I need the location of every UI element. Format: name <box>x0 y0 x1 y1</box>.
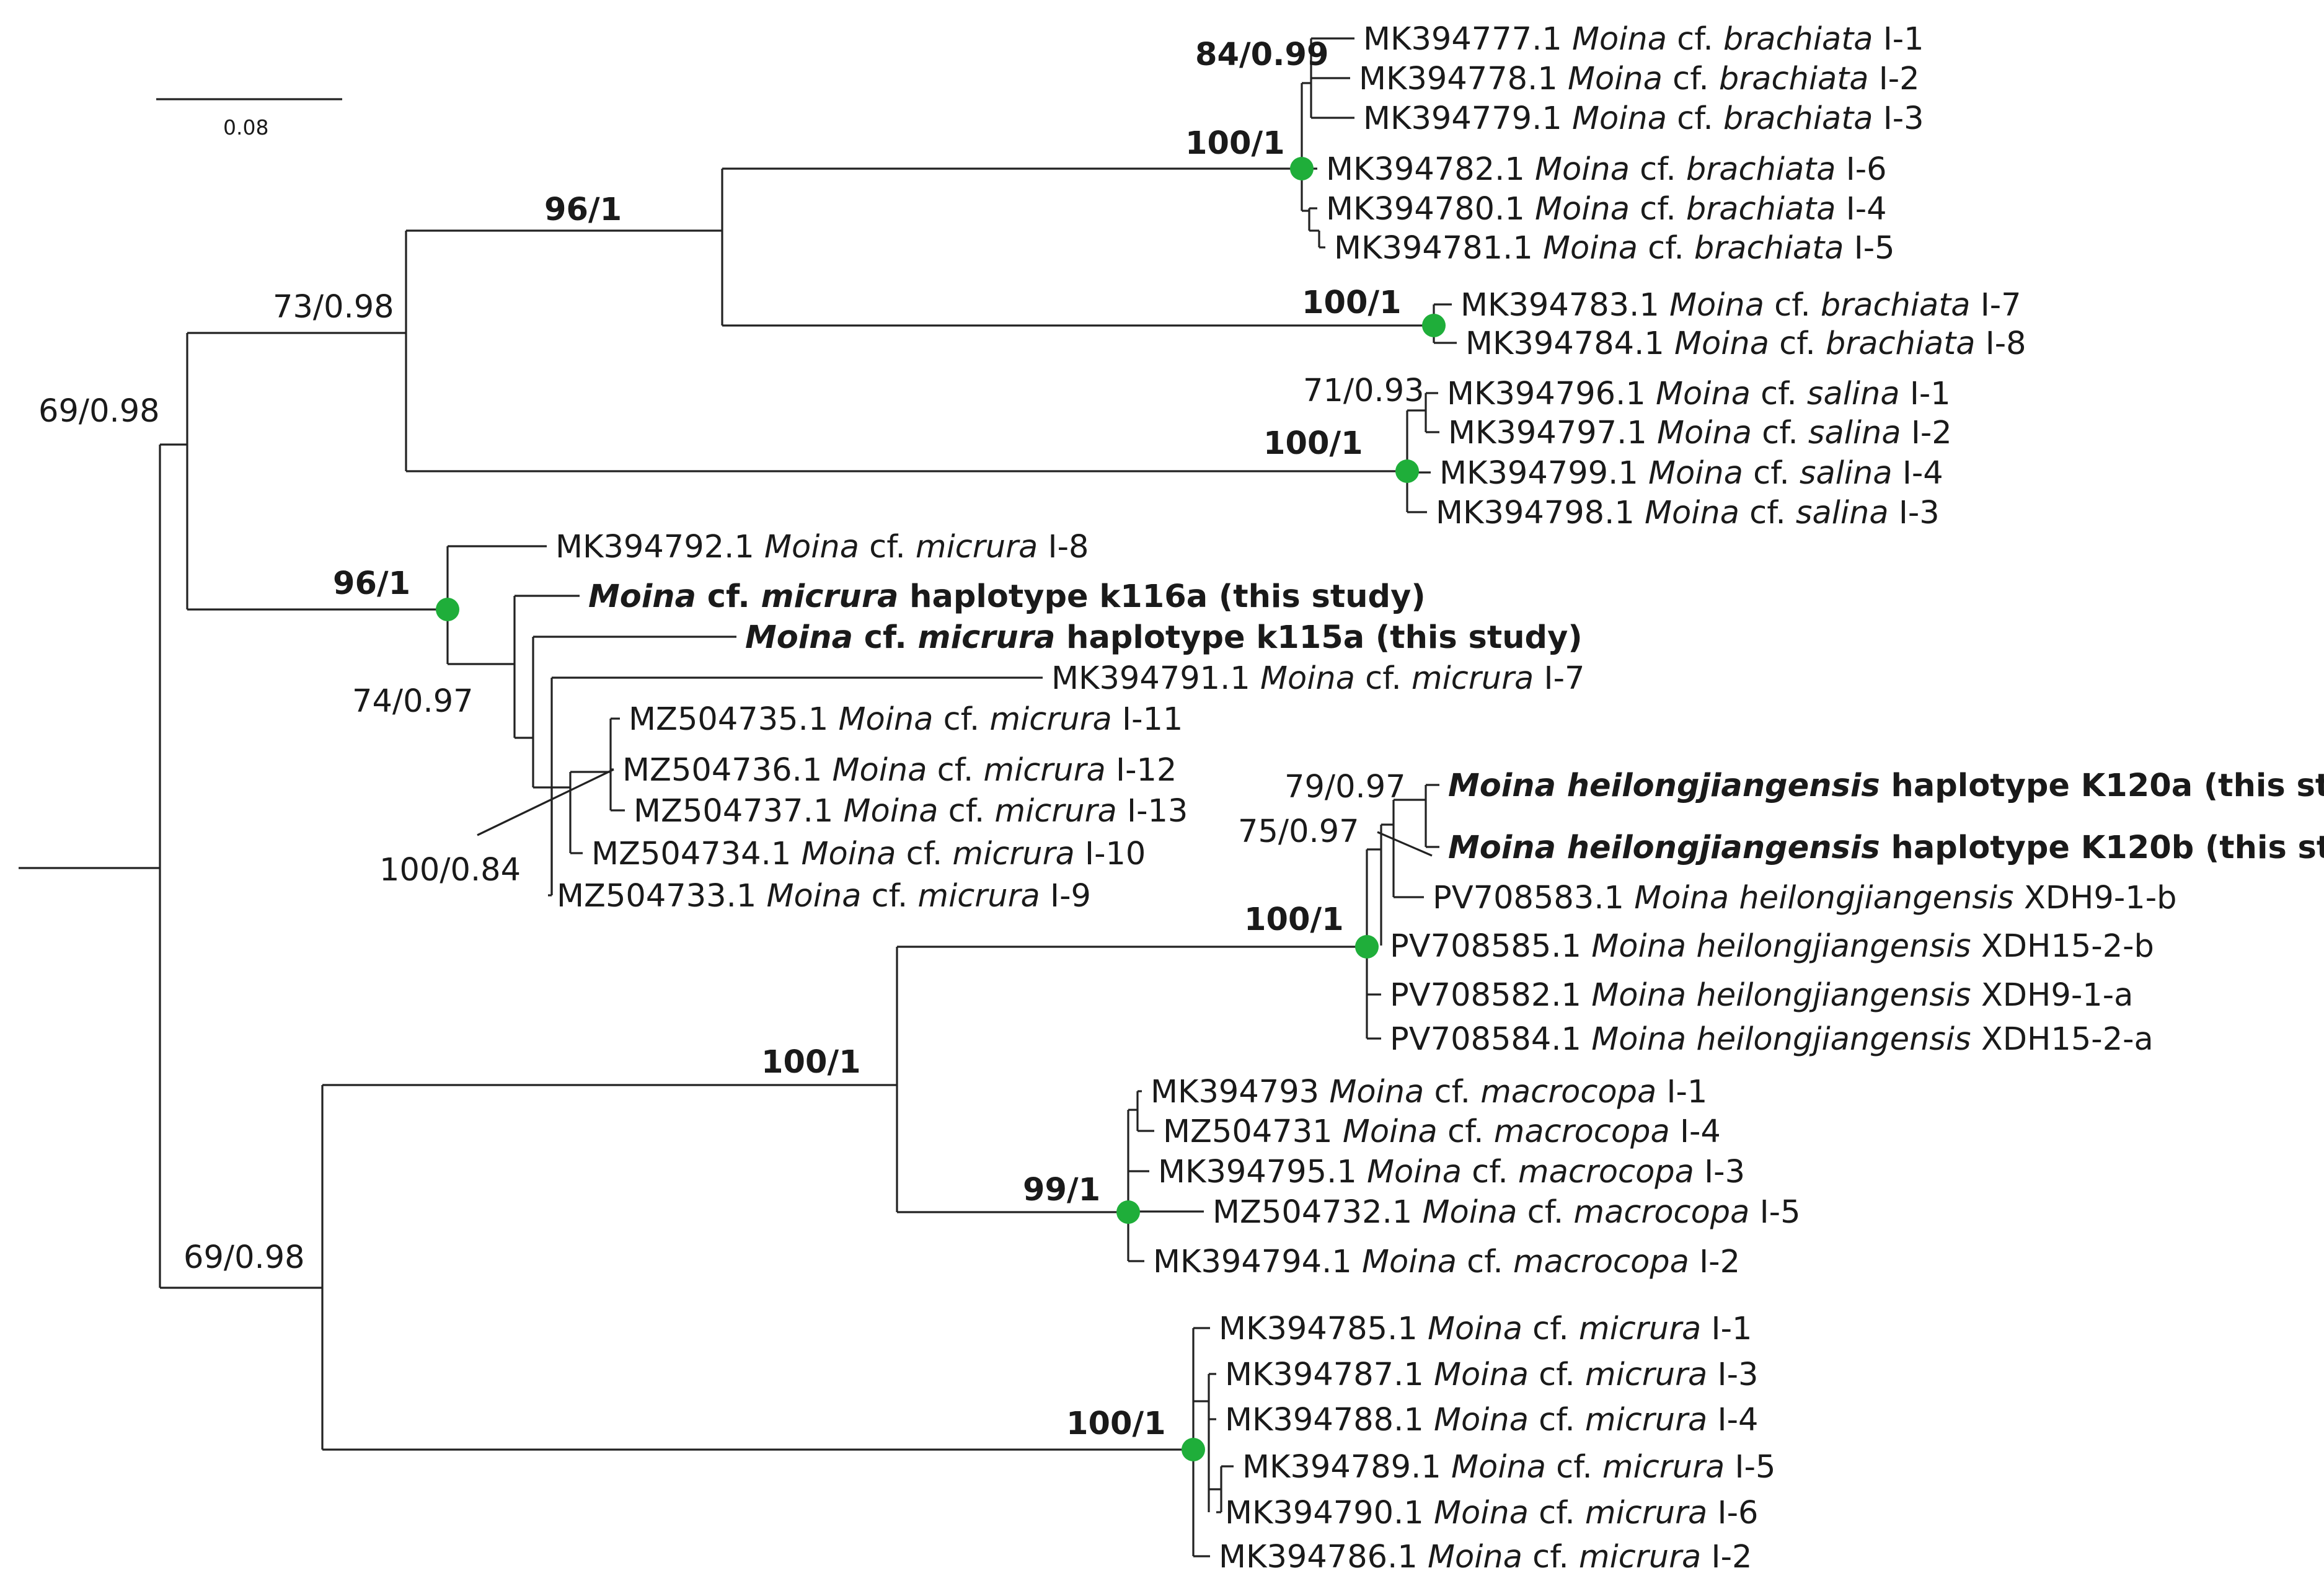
tip-label: MK394797.1 Moina cf. salina I-2 <box>1448 415 1952 451</box>
tip-label: MK394791.1 Moina cf. micrura I-7 <box>1051 660 1584 697</box>
support-value: 73/0.98 <box>273 289 394 326</box>
support-value: 75/0.97 <box>1238 813 1359 850</box>
support-leader-line <box>477 768 614 836</box>
support-value: 100/1 <box>1185 125 1285 162</box>
support-value: 99/1 <box>1023 1172 1100 1208</box>
tip-label: MK394777.1 Moina cf. brachiata I-1 <box>1363 21 1924 58</box>
node-marker <box>1116 1200 1140 1224</box>
node-markers <box>436 157 1446 1461</box>
tip-label: MK394793 Moina cf. macrocopa I-1 <box>1151 1074 1707 1110</box>
tip-label: MK394796.1 Moina cf. salina I-1 <box>1447 376 1951 412</box>
support-value: 100/1 <box>1302 285 1402 321</box>
node-marker <box>1355 935 1379 959</box>
tip-label: MK394799.1 Moina cf. salina I-4 <box>1439 455 1943 492</box>
tip-label: PV708583.1 Moina heilongjiangensis XDH9-… <box>1433 880 2176 916</box>
tip-label: PV708584.1 Moina heilongjiangensis XDH15… <box>1390 1021 2154 1058</box>
support-value: 69/0.98 <box>38 393 160 430</box>
tip-label: MK394779.1 Moina cf. brachiata I-3 <box>1363 100 1924 137</box>
tip-label: PV708582.1 Moina heilongjiangensis XDH9-… <box>1390 977 2133 1014</box>
tip-label: MZ504735.1 Moina cf. micrura I-11 <box>629 701 1183 738</box>
tip-label: MK394789.1 Moina cf. micrura I-5 <box>1242 1449 1775 1486</box>
tip-label: MK394781.1 Moina cf. brachiata I-5 <box>1334 230 1895 267</box>
support-value: 79/0.97 <box>1284 769 1406 805</box>
scale-bar: 0.08 <box>156 98 342 140</box>
tip-label: Moina heilongjiangensis haplotype K120a … <box>1448 768 2324 804</box>
support-value: 69/0.98 <box>183 1239 305 1276</box>
tip-label: Moina cf. micrura haplotype k116a (this … <box>588 578 1426 615</box>
node-marker <box>1182 1438 1205 1461</box>
tip-label: MZ504732.1 Moina cf. macrocopa I-5 <box>1213 1194 1801 1231</box>
tip-label: MZ504737.1 Moina cf. micrura I-13 <box>634 793 1188 830</box>
tip-label: Moina heilongjiangensis haplotype K120b … <box>1448 830 2324 866</box>
tip-labels: MK394777.1 Moina cf. brachiata I-1MK3947… <box>555 21 2324 1575</box>
tip-label: MK394784.1 Moina cf. brachiata I-8 <box>1465 326 2026 362</box>
tree-branches <box>19 37 1457 1557</box>
support-value: 84/0.99 <box>1195 37 1328 73</box>
tip-label: MK394783.1 Moina cf. brachiata I-7 <box>1460 287 2021 324</box>
scale-bar-label: 0.08 <box>223 115 268 140</box>
tip-label: MK394785.1 Moina cf. micrura I-1 <box>1219 1311 1752 1347</box>
support-value: 74/0.97 <box>352 683 474 720</box>
tip-label: Moina cf. micrura haplotype k115a (this … <box>745 619 1583 656</box>
support-values: 69/0.98 73/0.98 96/1 100/1 84/0.99 100/1 100/1… <box>38 37 1425 1442</box>
tip-label: MK394790.1 Moina cf. micrura I-6 <box>1225 1495 1758 1531</box>
tip-label: MZ504734.1 Moina cf. micrura I-10 <box>591 836 1146 872</box>
tip-label: MZ504733.1 Moina cf. micrura I-9 <box>557 878 1091 915</box>
tip-label: MK394778.1 Moina cf. brachiata I-2 <box>1359 61 1920 97</box>
tip-label: MK394798.1 Moina cf. salina I-3 <box>1436 495 1940 531</box>
node-marker <box>1395 459 1419 483</box>
support-value: 100/0.84 <box>379 852 521 888</box>
support-value: 100/1 <box>1066 1406 1166 1442</box>
support-value: 96/1 <box>333 565 410 602</box>
tip-label: PV708585.1 Moina heilongjiangensis XDH15… <box>1390 928 2154 965</box>
support-value: 96/1 <box>544 192 622 228</box>
support-value: 100/1 <box>761 1044 861 1081</box>
support-value: 100/1 <box>1263 425 1363 462</box>
node-marker <box>1290 157 1314 180</box>
support-value: 100/1 <box>1244 902 1344 938</box>
tip-label: MK394780.1 Moina cf. brachiata I-4 <box>1326 191 1887 228</box>
tip-label: MK394795.1 Moina cf. macrocopa I-3 <box>1158 1154 1745 1190</box>
tip-label: MZ504731 Moina cf. macrocopa I-4 <box>1163 1114 1721 1150</box>
tip-label: MK394794.1 Moina cf. macrocopa I-2 <box>1153 1244 1740 1280</box>
tip-label: MZ504736.1 Moina cf. micrura I-12 <box>622 752 1177 789</box>
node-marker <box>436 598 459 621</box>
support-leader-line <box>1377 831 1433 857</box>
tip-label: MK394786.1 Moina cf. micrura I-2 <box>1219 1539 1752 1575</box>
tip-label: MK394792.1 Moina cf. micrura I-8 <box>555 529 1089 565</box>
support-value: 71/0.93 <box>1303 373 1425 409</box>
tip-label: MK394782.1 Moina cf. brachiata I-6 <box>1326 151 1887 188</box>
node-marker <box>1422 314 1446 337</box>
tip-label: MK394787.1 Moina cf. micrura I-3 <box>1225 1357 1758 1393</box>
tip-label: MK394788.1 Moina cf. micrura I-4 <box>1225 1402 1758 1438</box>
